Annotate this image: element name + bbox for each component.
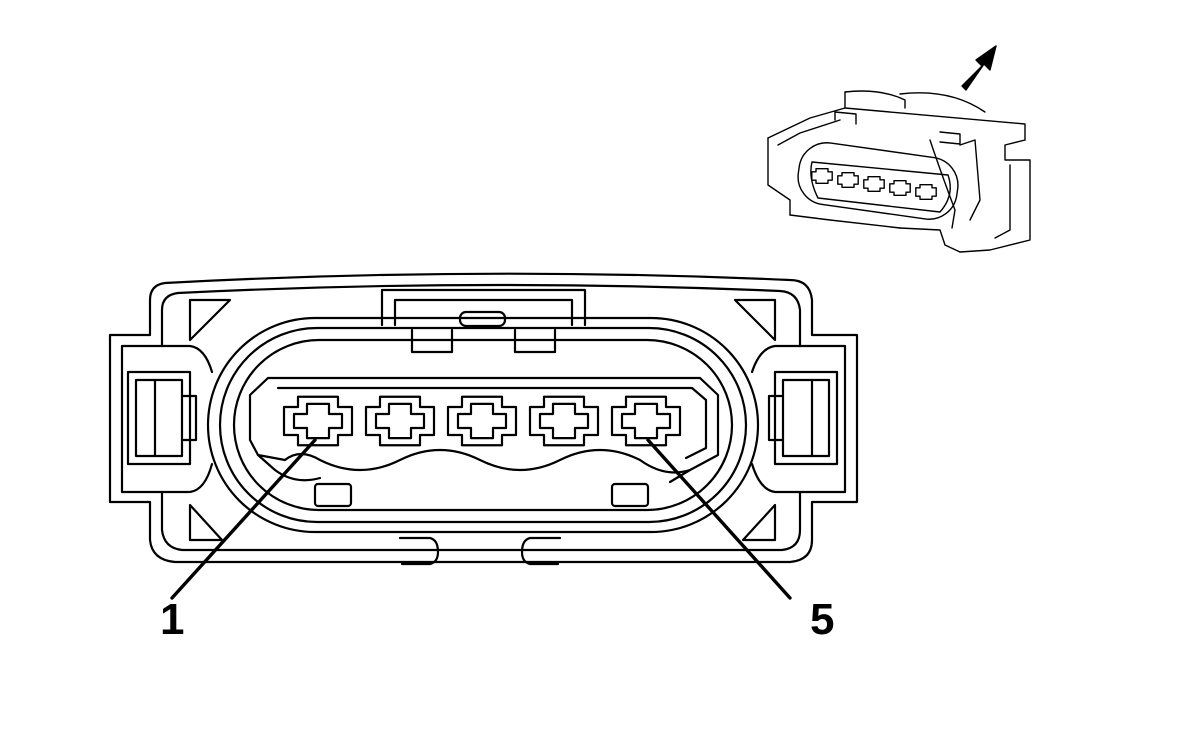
pin-cavity xyxy=(364,395,436,447)
terminal-block-inner xyxy=(276,386,708,460)
iso-pin-cavities xyxy=(811,168,937,200)
pin-cavity xyxy=(446,395,518,447)
pin-cavity-inner xyxy=(374,402,426,440)
seal-inner-ring xyxy=(232,338,734,512)
left-latch xyxy=(126,344,214,494)
pin-cavity-inner xyxy=(620,402,672,440)
iso-pin-cavity xyxy=(863,176,885,192)
key-bump-right xyxy=(610,482,650,508)
seal-outer-ring xyxy=(206,316,760,534)
top-locking-tab xyxy=(380,288,587,354)
iso-terminal-face xyxy=(797,142,959,220)
bottom-rib-right xyxy=(520,536,562,566)
corner-notch xyxy=(188,503,224,542)
bottom-rib-left xyxy=(398,536,440,566)
iso-pin-cavity xyxy=(889,180,911,196)
key-bump-left xyxy=(313,482,353,508)
corner-notch xyxy=(741,503,777,542)
pin-cavities xyxy=(282,395,682,447)
pin-label-5: 5 xyxy=(810,595,835,644)
housing-outline xyxy=(108,272,859,564)
pin-label-1: 1 xyxy=(160,595,185,644)
corner-notch xyxy=(188,298,232,342)
right-latch xyxy=(750,344,839,494)
connector-face-view xyxy=(108,272,859,600)
iso-pin-cavity xyxy=(915,184,937,200)
iso-pin-cavity xyxy=(811,168,833,184)
seal-middle-ring xyxy=(218,326,748,524)
pin-cavity-inner xyxy=(292,402,344,440)
isometric-connector-view xyxy=(767,45,1031,253)
pin-cavity-inner xyxy=(538,402,590,440)
pin-1-leader-line xyxy=(170,438,317,600)
corner-notch xyxy=(733,298,777,342)
pin-cavity xyxy=(282,395,354,447)
pin-cavity-inner xyxy=(456,402,508,440)
pin-5-leader-line xyxy=(646,438,792,600)
pin-cavity xyxy=(610,395,682,447)
terminal-block xyxy=(248,376,720,474)
housing-inner-outline xyxy=(120,283,847,552)
pin-cavity xyxy=(528,395,600,447)
iso-pin-cavity xyxy=(837,172,859,188)
iso-arrow-icon xyxy=(961,45,997,91)
